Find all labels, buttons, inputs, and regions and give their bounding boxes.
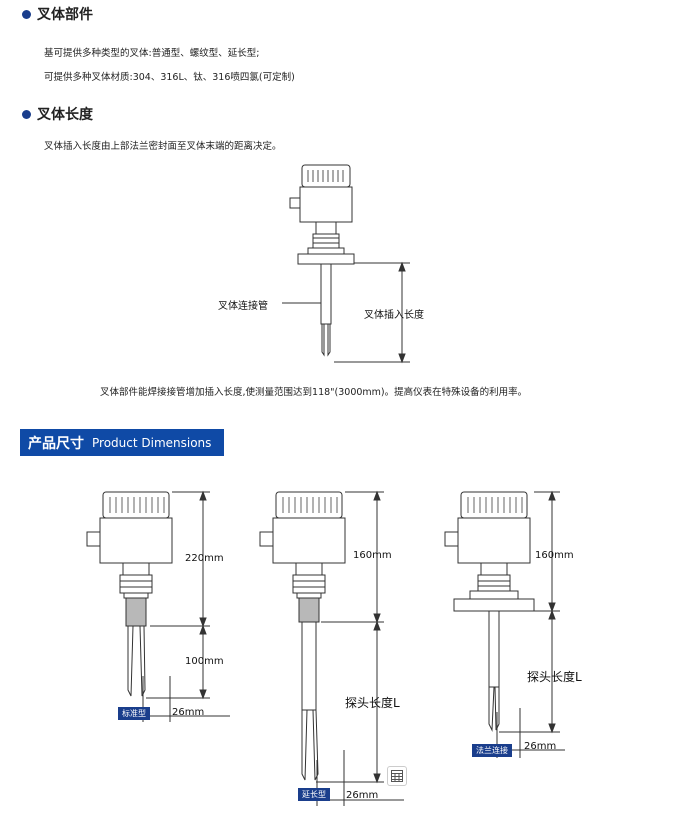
bullet-icon	[22, 9, 31, 19]
standard-width-label: 26mm	[172, 707, 205, 718]
section-title-fork-parts: 叉体部件	[22, 4, 93, 24]
grid-icon[interactable]	[387, 766, 407, 786]
standard-fork-label: 100mm	[185, 656, 224, 667]
extended-height-label: 160mm	[353, 550, 392, 561]
grid-icon-glyph	[391, 770, 403, 782]
fork-length-desc: 叉体插入长度由上部法兰密封面至叉体末端的距离决定。	[44, 141, 282, 152]
standard-type-tag: 标准型	[118, 707, 150, 720]
flange-type-tag: 法兰连接	[472, 744, 512, 757]
product-dimensions-banner: 产品尺寸 Product Dimensions	[20, 429, 224, 456]
fork-length-note: 叉体部件能焊接接管增加插入长度,使测量范围达到118"(3000mm)。提高仪表…	[100, 387, 528, 398]
extended-type-tag: 延长型	[298, 788, 330, 801]
fork-parts-line-1: 基可提供多种类型的叉体:普通型、螺纹型、延长型;	[44, 48, 260, 59]
banner-title-en: Product Dimensions	[92, 435, 212, 450]
fork-length-diagram	[282, 164, 410, 364]
extended-probe-label: 探头长度L	[345, 696, 400, 710]
label-insert-length: 叉体插入长度	[364, 310, 424, 321]
dimension-drawings	[86, 490, 565, 806]
extended-width-label: 26mm	[346, 790, 379, 801]
section-title-fork-length: 叉体长度	[22, 104, 93, 124]
banner-title-cn: 产品尺寸	[28, 435, 84, 452]
flange-probe-label: 探头长度L	[527, 670, 582, 684]
flange-height-label: 160mm	[535, 550, 574, 561]
flange-width-label: 26mm	[524, 741, 557, 752]
label-fork-pipe: 叉体连接管	[218, 301, 268, 312]
bullet-icon	[22, 109, 31, 119]
standard-height-label: 220mm	[185, 553, 224, 564]
fork-parts-line-2: 可提供多种叉体材质:304、316L、钛、316喷四氯(可定制)	[44, 72, 295, 83]
